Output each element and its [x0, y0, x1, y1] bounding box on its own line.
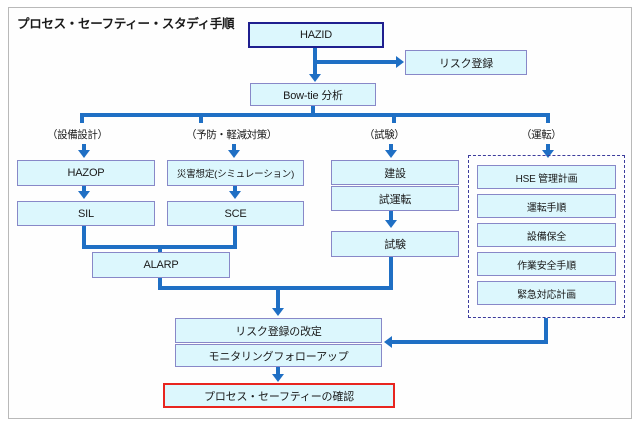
- connector-merge-to-alarp: [158, 245, 162, 255]
- arrowhead-operation-to-monitoring: [384, 336, 392, 348]
- node-hazid[interactable]: HAZID: [248, 22, 384, 48]
- connector-operation-group-left: [392, 340, 548, 344]
- connector-bus-drop-design: [80, 113, 84, 123]
- node-work-safety-procedures[interactable]: 作業安全手順: [477, 252, 616, 276]
- connector-monitoring-down: [276, 367, 280, 377]
- connector-bowtie-down: [311, 106, 315, 115]
- connector-test-down: [389, 257, 393, 290]
- node-hse-management-plan[interactable]: HSE 管理計画: [477, 165, 616, 189]
- operation-group-container: [468, 155, 625, 318]
- node-equipment-maintenance[interactable]: 設備保全: [477, 223, 616, 247]
- connector-alarp-right: [158, 286, 280, 290]
- connector-alarp-down: [158, 278, 162, 290]
- node-process-safety-confirmation[interactable]: プロセス・セーフティーの確認: [163, 383, 395, 408]
- node-disaster-simulation[interactable]: 災害想定(シミュレーション): [167, 160, 304, 186]
- connector-bus-drop-operation: [546, 113, 550, 123]
- connector-operation-label-down: [546, 144, 550, 153]
- arrowhead-to-operation-group: [542, 150, 554, 158]
- column-label-operation: （運転）: [521, 129, 562, 141]
- node-sil[interactable]: SIL: [17, 201, 155, 226]
- arrowhead-to-hazop: [78, 150, 90, 158]
- arrowhead-to-risk-register: [396, 56, 404, 68]
- connector-hazid-to-risk-register: [315, 60, 399, 64]
- node-monitoring-followup[interactable]: モニタリングフォローアップ: [175, 344, 382, 367]
- connector-operation-group-down: [544, 318, 548, 343]
- node-bowtie[interactable]: Bow-tie 分析: [250, 83, 376, 106]
- node-test[interactable]: 試験: [331, 231, 459, 257]
- node-hazop[interactable]: HAZOP: [17, 160, 155, 186]
- connector-testing-label-down: [389, 144, 393, 153]
- node-alarp[interactable]: ALARP: [92, 252, 230, 278]
- arrowhead-to-process-safety-confirmation: [272, 374, 284, 382]
- connector-disaster-sim-down: [233, 186, 237, 194]
- arrowhead-hazop-to-sil: [78, 191, 90, 199]
- column-label-design: （設備設計）: [47, 129, 108, 141]
- node-risk-register[interactable]: リスク登録: [405, 50, 527, 75]
- connector-prevention-label-down: [232, 144, 236, 153]
- connector-commissioning-down: [389, 211, 393, 224]
- node-commissioning[interactable]: 試運転: [331, 186, 459, 211]
- node-construction[interactable]: 建設: [331, 160, 459, 185]
- connector-design-label-down: [82, 144, 86, 153]
- connector-branch-bus: [80, 113, 550, 117]
- arrowhead-hazid-to-bowtie: [309, 74, 321, 82]
- arrowhead-to-disaster-sim: [228, 150, 240, 158]
- connector-test-left: [278, 286, 393, 290]
- diagram-title: プロセス・セーフティー・スタディ手順: [17, 17, 235, 31]
- connector-bus-drop-testing: [392, 113, 396, 123]
- connector-sil-down: [82, 226, 86, 248]
- connector-sce-down: [233, 226, 237, 248]
- arrowhead-to-test: [385, 220, 397, 228]
- node-risk-register-revision[interactable]: リスク登録の改定: [175, 318, 382, 343]
- node-emergency-response-plan[interactable]: 緊急対応計画: [477, 281, 616, 305]
- arrowhead-to-risk-register-revision: [272, 308, 284, 316]
- arrowhead-disaster-sim-to-sce: [229, 191, 241, 199]
- connector-bus-drop-prevention: [199, 113, 203, 123]
- connector-hazop-down: [82, 186, 86, 194]
- node-operating-procedures[interactable]: 運転手順: [477, 194, 616, 218]
- column-label-prevention: （予防・軽減対策）: [186, 129, 277, 141]
- node-sce[interactable]: SCE: [167, 201, 304, 226]
- column-label-testing: （試験）: [364, 129, 405, 141]
- arrowhead-to-construction: [385, 150, 397, 158]
- connector-bottom-stem: [276, 286, 280, 310]
